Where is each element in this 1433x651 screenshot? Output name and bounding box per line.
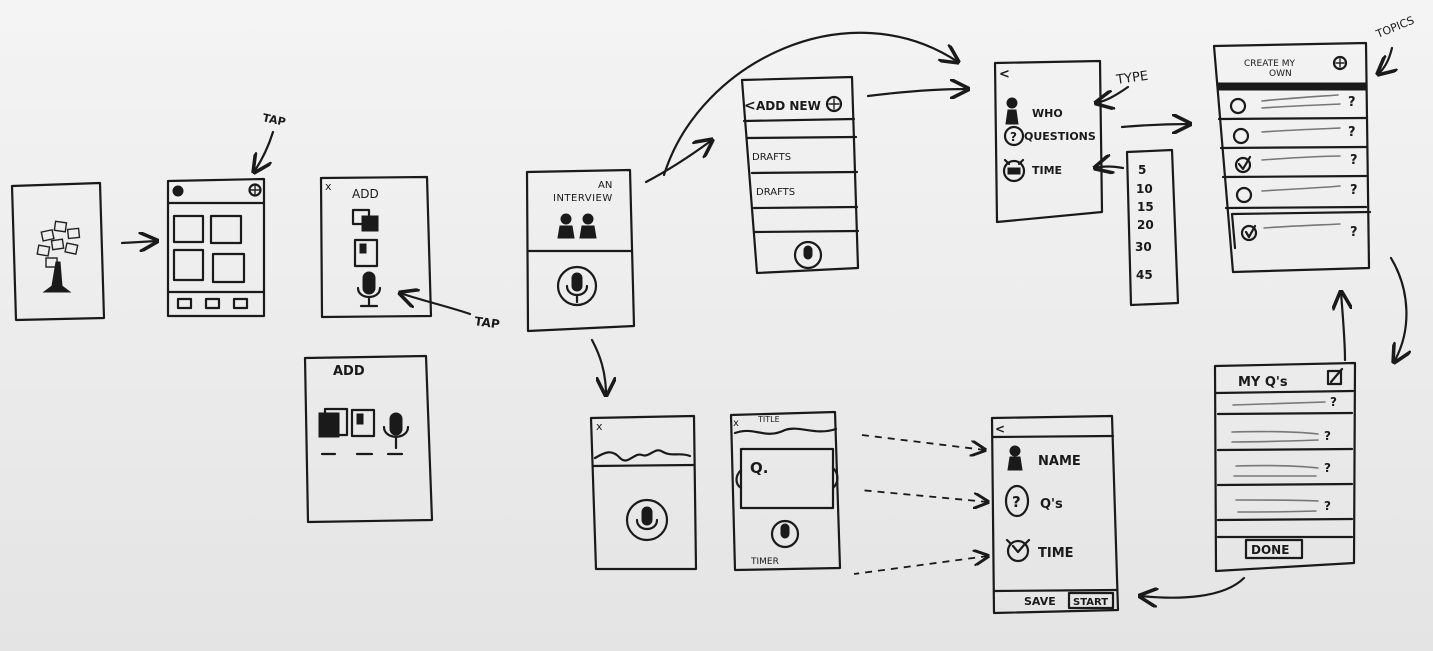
add-panel-title: ADD — [352, 187, 379, 201]
topic-row-3-checked: ? — [1234, 153, 1358, 174]
time-option: TIME — [1032, 164, 1062, 177]
done-button: DONE — [1251, 543, 1289, 557]
question-row-2: ? — [1216, 429, 1354, 452]
drafts-item-1: DRAFTS — [752, 152, 791, 163]
svg-text:?: ? — [1348, 95, 1356, 110]
topic-row-2: ? — [1232, 125, 1356, 145]
type-screen-sketch: < WHO ? QUESTIONS TIME — [993, 59, 1104, 224]
question-card-label: Q. — [750, 459, 768, 477]
question-row-4: ? — [1216, 499, 1354, 522]
topic-row-1: ? — [1229, 94, 1356, 115]
who-option: WHO — [1032, 107, 1063, 120]
add-icon — [825, 95, 843, 113]
questions-field-label: Q's — [1040, 497, 1063, 512]
time-option-20: 20 — [1137, 218, 1154, 232]
add-icon — [248, 183, 262, 197]
recording-screen-sketch: x — [589, 414, 698, 571]
add-menu-sketch: ADD — [303, 354, 434, 524]
setup-screen-sketch: < NAME ? Q's TIME SAVE START — [990, 414, 1120, 615]
question-row-3: ? — [1216, 461, 1354, 487]
back-icon: < — [995, 422, 1005, 436]
type-note: TYPE — [1114, 69, 1149, 88]
add-panel-sketch: x ADD — [319, 175, 433, 319]
record-button-icon — [556, 265, 598, 307]
alarm-clock-icon — [1002, 158, 1026, 183]
drafts-screen-sketch: < ADD NEW DRAFTS DRAFTS — [740, 75, 860, 275]
record-button-icon — [770, 519, 800, 549]
back-icon: < — [744, 98, 756, 114]
svg-text:?: ? — [1012, 493, 1021, 511]
splash-screen-sketch — [10, 181, 106, 322]
svg-text:?: ? — [1350, 153, 1358, 168]
question-row-1: ? — [1216, 395, 1354, 416]
alarm-clock-icon — [1005, 538, 1031, 563]
svg-text:?: ? — [1348, 125, 1356, 140]
notes-icon — [350, 408, 376, 438]
interview-screen-sketch: AN INTERVIEW — [525, 168, 636, 333]
interview-title-line2: INTERVIEW — [553, 193, 613, 204]
tree-logo-icon — [36, 220, 81, 293]
time-field-label: TIME — [1038, 546, 1074, 561]
back-icon: < — [999, 67, 1010, 82]
person-icon — [1007, 445, 1023, 471]
interview-title-line1: AN — [598, 180, 612, 191]
record-button-icon — [625, 498, 669, 542]
home-screen-sketch — [166, 177, 266, 318]
timer-label: TIMER — [750, 557, 779, 567]
photos-icon — [318, 407, 349, 438]
time-options-list: 5 10 15 20 30 45 — [1095, 148, 1180, 307]
questions-option: QUESTIONS — [1024, 130, 1096, 143]
photos-icon — [351, 208, 379, 232]
close-icon: x — [596, 420, 603, 433]
people-icon — [557, 213, 597, 239]
time-option-30: 30 — [1135, 240, 1152, 254]
my-questions-screen-sketch: MY Q's ? ? ? ? DONE — [1213, 361, 1357, 573]
start-button: START — [1073, 597, 1108, 608]
svg-text:?: ? — [1350, 225, 1358, 240]
save-button: SAVE — [1024, 595, 1056, 608]
person-icon — [1005, 97, 1019, 125]
add-menu-title: ADD — [333, 364, 365, 379]
record-button-icon — [793, 240, 823, 270]
topics-screen-sketch: CREATE MY OWN ? ? ? ? — [1212, 41, 1372, 274]
title-label: TITLE — [757, 415, 780, 424]
time-option-45: 45 — [1136, 268, 1153, 282]
question-icon: ? — [1003, 125, 1025, 147]
create-own-line2: OWN — [1269, 69, 1292, 79]
drafts-item-2: DRAFTS — [756, 187, 795, 198]
add-icon — [1332, 55, 1348, 71]
time-option-15: 15 — [1137, 200, 1154, 214]
notes-icon — [353, 238, 379, 268]
microphone-icon — [382, 412, 410, 450]
live-interview-screen-sketch: x TITLE Q. TIMER — [729, 410, 842, 572]
gear-icon — [172, 185, 184, 197]
svg-text:?: ? — [1324, 461, 1331, 475]
close-icon: x — [733, 418, 739, 429]
topic-row-4: ? — [1235, 183, 1358, 204]
edit-icon — [1326, 367, 1344, 386]
svg-text:?: ? — [1010, 130, 1017, 144]
time-option-10: 10 — [1136, 182, 1153, 196]
time-option-5: 5 — [1138, 163, 1146, 177]
svg-text:?: ? — [1324, 499, 1331, 513]
question-icon: ? — [1004, 484, 1030, 518]
svg-text:?: ? — [1350, 183, 1358, 198]
add-new-label: ADD NEW — [756, 99, 821, 113]
name-field-label: NAME — [1038, 454, 1081, 469]
tap-note-side: TAP — [474, 314, 501, 331]
create-own-line1: CREATE MY — [1244, 59, 1295, 69]
close-icon: x — [325, 180, 332, 193]
svg-text:?: ? — [1324, 429, 1331, 443]
my-questions-title: MY Q's — [1238, 375, 1288, 390]
svg-text:?: ? — [1330, 395, 1337, 409]
topics-note: TOPICS — [1373, 14, 1416, 41]
tap-note-top: TAP — [261, 111, 286, 129]
microphone-icon — [356, 271, 382, 308]
topic-row-5-checked: ? — [1240, 223, 1358, 242]
